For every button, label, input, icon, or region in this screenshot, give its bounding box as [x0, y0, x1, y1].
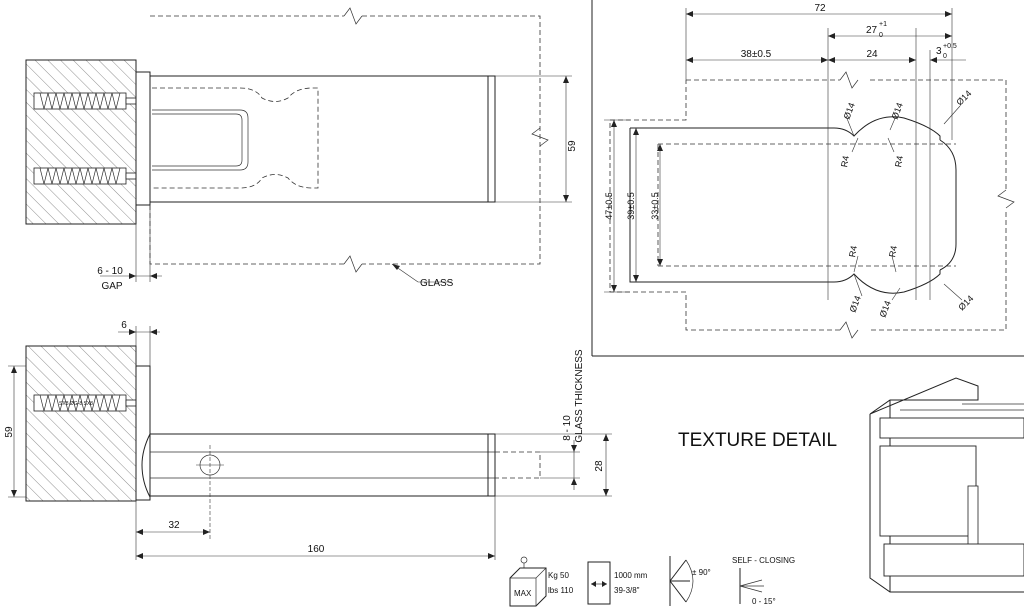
hinge-body-top — [149, 75, 496, 203]
gap-value: 6 - 10 — [97, 266, 123, 277]
weight-kg: Kg 50 — [548, 571, 569, 580]
edge-dim: 3 — [936, 46, 942, 57]
hole-dia-label-6: Ø14 — [956, 293, 975, 312]
radius-label-3: R4 — [847, 245, 859, 258]
hole-dia-label-4: Ø14 — [848, 294, 863, 313]
offset-38-dim: 38±0.5 — [741, 49, 772, 60]
texture-hinge-outline — [869, 377, 979, 415]
hinge-plate-top — [135, 71, 151, 206]
clamp-outline — [152, 109, 249, 171]
rotation-icon — [669, 556, 694, 606]
height-inner-dim: 33±0.5 — [650, 192, 660, 219]
weight-lbs: lbs 110 — [548, 586, 574, 595]
side-view: SX8 ØG-8 SX8 59 6 8 - 10 — [4, 320, 612, 560]
slot-width-tol-upper: +1 — [879, 21, 887, 28]
anchor-screw-upper — [33, 92, 139, 110]
rotation-value: ± 90° — [692, 568, 711, 577]
side-height-dim: 59 — [4, 426, 15, 438]
glass-thickness-label: GLASS THICKNESS — [574, 349, 585, 443]
cutout-detail: 72 27 +1 0 38±0.5 24 3 +0.5 0 Ø14 Ø14 Ø1… — [591, 0, 1024, 357]
glass-cutout-dashed — [152, 87, 319, 189]
height-mid-dim: 39±0.5 — [626, 192, 636, 219]
glass-range: 8 - 10 — [562, 415, 573, 441]
cutout-glass-dashed — [609, 79, 1007, 331]
wall-block-top — [25, 59, 137, 225]
spec-icons: MAX Kg 50 lbs 110 1000 mm 39-3/8" ± 90° — [509, 556, 795, 607]
door-width-in: 39-3/8" — [614, 586, 640, 595]
cutout-slot — [630, 116, 941, 140]
top-view: 59 6 - 10 GAP GLASS — [25, 7, 578, 292]
glass-label: GLASS — [420, 278, 454, 289]
hole-dia-label-5: Ø14 — [878, 299, 893, 318]
length-dim: 160 — [308, 544, 325, 555]
hinge-plate-side — [135, 365, 151, 501]
self-closing-icon — [739, 568, 764, 604]
texture-title: TEXTURE DETAIL — [678, 430, 837, 451]
gap-label: GAP — [101, 281, 122, 292]
anchor-marking: SX8 ØG-8 SX8 — [59, 401, 93, 407]
wall-block-side — [25, 345, 137, 502]
edge-tol-upper: +0.5 — [943, 43, 957, 50]
inner-width-dim: 24 — [866, 49, 878, 60]
hole-dia-label-3: Ø14 — [954, 88, 973, 107]
radius-label-2: R4 — [893, 155, 905, 168]
overall-width-dim: 72 — [814, 3, 826, 14]
hinge-arm-side — [141, 433, 151, 498]
hole-dia-label-1: Ø14 — [842, 101, 857, 120]
radius-label-4: R4 — [887, 245, 899, 258]
radius-label-1: R4 — [839, 155, 851, 168]
door-width-mm: 1000 mm — [614, 571, 648, 580]
slot-width-tol-lower: 0 — [879, 32, 883, 39]
anchor-screw-side: SX8 ØG-8 SX8 — [33, 394, 139, 412]
slot-width-dim: 27 — [866, 25, 878, 36]
weight-icon: MAX — [509, 556, 547, 607]
anchor-screw-lower — [33, 167, 139, 185]
top-height-dim: 59 — [567, 140, 578, 152]
texture-detail: TEXTURE DETAIL — [678, 377, 1024, 593]
offset-dim: 32 — [168, 520, 180, 531]
glass-side-dashed — [495, 451, 541, 479]
edge-tol-lower: 0 — [943, 53, 947, 60]
max-label: MAX — [514, 589, 532, 598]
side-thickness-dim: 28 — [594, 460, 605, 472]
door-width-icon — [587, 561, 611, 605]
self-closing-label: SELF - CLOSING — [732, 556, 795, 565]
wall-gap-dim: 6 — [121, 320, 127, 331]
closing-range: 0 - 15° — [752, 597, 776, 606]
height-outer-dim: 47±0.5 — [604, 192, 614, 219]
